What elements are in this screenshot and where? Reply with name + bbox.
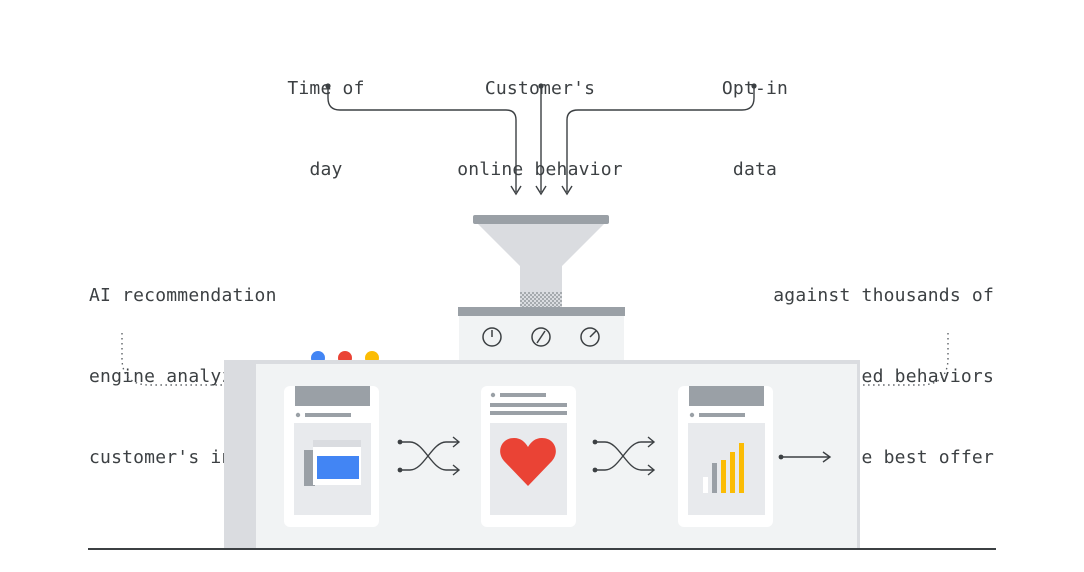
bar-chart-icon bbox=[703, 443, 744, 493]
arrowhead-down-icon bbox=[561, 185, 573, 196]
gauge-icon bbox=[580, 327, 600, 347]
shuffle-dot bbox=[592, 439, 598, 445]
card-newspaper bbox=[284, 386, 379, 527]
connector-dot bbox=[538, 83, 544, 89]
connector-opt-in bbox=[566, 86, 755, 192]
funnel-icon bbox=[473, 215, 609, 307]
heart-icon bbox=[500, 438, 556, 486]
newspaper-icon bbox=[304, 440, 361, 486]
left-dotted-leader bbox=[121, 333, 224, 386]
ground-line bbox=[88, 548, 996, 550]
dial-icon bbox=[531, 327, 551, 347]
connector-dot bbox=[751, 83, 757, 89]
power-dial-icon bbox=[482, 327, 502, 347]
connector-time-of-day bbox=[327, 86, 517, 192]
shuffle-dot bbox=[592, 467, 598, 473]
input-label-time-of-day: Time of day bbox=[287, 78, 365, 180]
shuffle-icon bbox=[595, 436, 656, 476]
control-box bbox=[458, 307, 625, 362]
right-dotted-leader bbox=[860, 333, 949, 386]
connector-dot bbox=[325, 83, 331, 89]
card-bar-chart bbox=[678, 386, 773, 527]
shuffle-icon bbox=[400, 436, 461, 476]
shuffle-dot bbox=[397, 467, 403, 473]
card-heart bbox=[481, 386, 576, 527]
shuffle-dot bbox=[397, 439, 403, 445]
arrowhead-down-icon bbox=[535, 185, 547, 196]
arrow-start-dot bbox=[778, 454, 784, 460]
input-label-opt-in-data: Opt-in data bbox=[721, 78, 789, 180]
arrow-right-icon bbox=[781, 451, 832, 463]
input-label-online-behavior: Customer's online behavior bbox=[457, 78, 623, 180]
arrowhead-down-icon bbox=[510, 185, 522, 196]
input-connectors bbox=[327, 86, 755, 196]
